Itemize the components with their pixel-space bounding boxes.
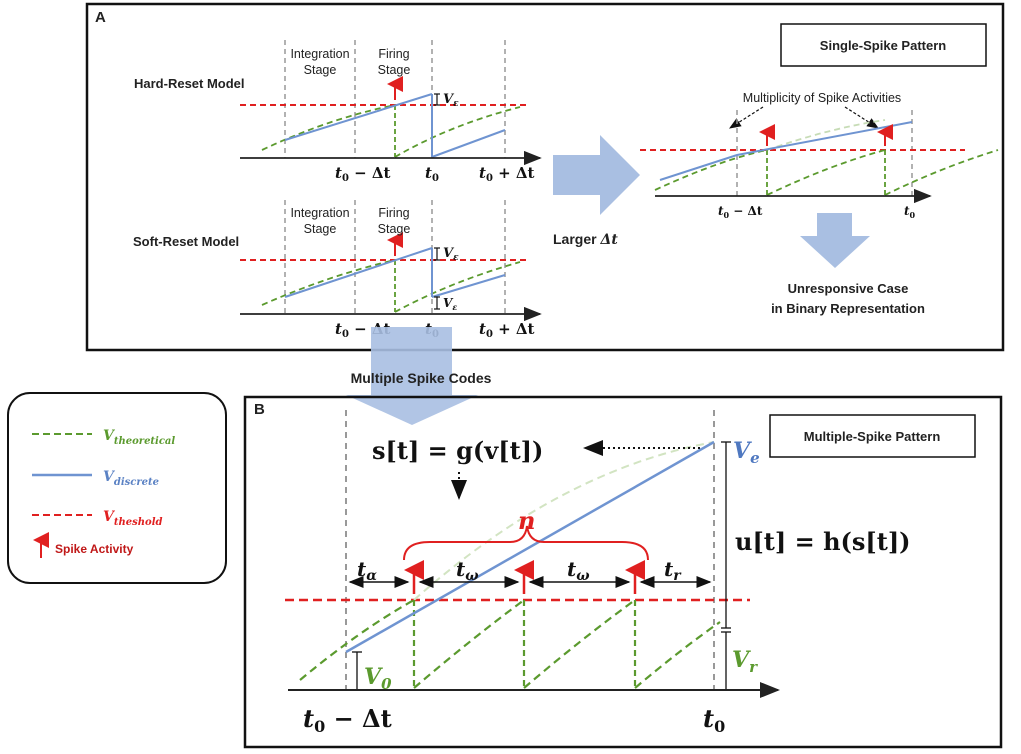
tick-left-label: t0 − Δt <box>303 704 392 736</box>
hard-integration-stage-1: Integration <box>290 47 349 61</box>
hard-tick-t0-minus: t0 − Δt <box>335 164 391 184</box>
multiple-spike-title-box <box>769 414 976 458</box>
legend-box <box>7 392 227 584</box>
soft-integration-stage-2: Stage <box>304 222 337 236</box>
larger-dt-label: Larger Δt <box>553 231 618 248</box>
single-tick-t0-minus: t0 − Δt <box>718 204 763 220</box>
t-omega-label-2: tω <box>567 557 590 584</box>
single-spike-title: Single-Spike Pattern <box>820 38 946 53</box>
t-omega-label-1: tω <box>456 557 479 584</box>
s-equation: s[t] = g(v[t]) <box>372 436 543 465</box>
single-spike-title-box <box>780 23 987 67</box>
unresponsive-line-2: in Binary Representation <box>771 301 925 316</box>
multiplicity-label: Multiplicity of Spike Activities <box>743 91 901 105</box>
soft-reset-plot <box>240 200 542 322</box>
legend-spike-label: Spike Activity <box>55 542 134 556</box>
soft-firing-stage-1: Firing <box>378 206 409 220</box>
larger-dt-arrow <box>553 135 640 215</box>
legend-discrete-label: Vdiscrete <box>103 469 159 488</box>
panel-b-frame <box>243 395 1003 749</box>
soft-tick-t0-plus: t0 + Δt <box>479 320 535 340</box>
multiple-spike-plot <box>285 410 780 698</box>
hard-reset-plot <box>240 40 542 166</box>
soft-v-epsilon-bottom: Vε <box>443 296 457 312</box>
v-r-label: Vr <box>732 647 758 676</box>
soft-integration-stage-1: Integration <box>290 206 349 220</box>
v-0-label: V0 <box>364 664 392 693</box>
panel-b-letter: B <box>254 401 265 418</box>
hard-integration-stage-2: Stage <box>304 63 337 77</box>
legend-theoretical-label: Vtheoretical <box>103 428 175 447</box>
legend-threshold-label: Vtheshold <box>103 509 163 528</box>
panel-a-letter: A <box>95 9 106 26</box>
n-label: n <box>518 506 535 535</box>
t-alpha-label: tα <box>357 557 377 584</box>
single-tick-t0: t0 <box>904 204 916 220</box>
t-r-label: tr <box>664 557 682 584</box>
hard-v-epsilon: Vε <box>443 92 459 109</box>
multiple-spike-codes-label: Multiple Spike Codes <box>351 370 492 386</box>
hard-reset-label: Hard-Reset Model <box>134 76 245 91</box>
hard-tick-t0: t0 <box>425 164 439 184</box>
unresponsive-line-1: Unresponsive Case <box>788 281 909 296</box>
unresponsive-arrow <box>800 213 870 268</box>
multiple-spike-codes-arrow <box>346 327 478 425</box>
soft-reset-label: Soft-Reset Model <box>133 234 239 249</box>
hard-firing-stage-2: Stage <box>378 63 411 77</box>
hard-tick-t0-plus: t0 + Δt <box>479 164 535 184</box>
multiple-spike-title: Multiple-Spike Pattern <box>804 429 941 444</box>
tick-right-label: t0 <box>703 704 725 736</box>
soft-firing-stage-2: Stage <box>378 222 411 236</box>
soft-v-epsilon-top: Vε <box>443 246 459 263</box>
single-spike-plot <box>640 106 999 204</box>
hard-firing-stage-1: Firing <box>378 47 409 61</box>
u-equation: u[t] = h(s[t]) <box>735 527 911 556</box>
v-e-label: Ve <box>733 438 760 467</box>
